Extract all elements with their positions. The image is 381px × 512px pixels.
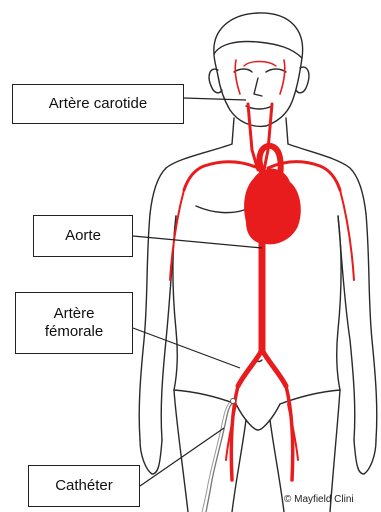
iliac-left xyxy=(238,350,262,386)
left-arm-outer xyxy=(139,214,150,440)
left-leg-outer xyxy=(174,390,188,512)
temporal-artery-left xyxy=(235,60,240,94)
leader-carotid xyxy=(184,98,246,100)
label-catheter: Cathéter xyxy=(28,465,140,507)
carotid-right xyxy=(264,104,272,170)
label-aorta-text: Aorte xyxy=(65,227,101,245)
iliac-right xyxy=(262,350,286,386)
leader-lines xyxy=(133,98,262,486)
label-catheter-text: Cathéter xyxy=(55,477,113,495)
left-leg-inner xyxy=(232,420,246,512)
right-hand xyxy=(354,440,376,474)
heart xyxy=(244,169,301,245)
label-femoral-artery: Artère fémorale xyxy=(15,292,133,354)
label-femoral-line1: Artère xyxy=(54,305,95,323)
temporal-artery-right xyxy=(280,60,285,94)
right-eye xyxy=(266,69,286,72)
facial-artery xyxy=(244,62,276,67)
label-carotid-text: Artère carotide xyxy=(49,95,147,113)
left-ear xyxy=(209,69,222,93)
left-eye xyxy=(234,69,252,72)
label-carotid-artery: Artère carotide xyxy=(12,84,184,124)
right-arm-outer xyxy=(366,214,377,440)
chest-line xyxy=(196,206,244,213)
nose xyxy=(254,78,262,96)
neck-left xyxy=(232,118,234,144)
copyright-notice: © Mayfield Clini xyxy=(284,494,354,505)
left-hand xyxy=(140,440,162,474)
catheter-entry-point xyxy=(231,399,236,404)
hair-line xyxy=(214,42,302,59)
right-leg-inner xyxy=(270,420,284,512)
arteries xyxy=(170,60,354,480)
right-arm-inner xyxy=(338,216,355,440)
left-shoulder xyxy=(150,144,232,214)
groin xyxy=(236,404,280,430)
label-aorta: Aorte xyxy=(33,215,133,257)
label-femoral-line2: fémorale xyxy=(45,323,103,341)
left-hip xyxy=(174,390,236,404)
leader-catheter xyxy=(140,428,224,486)
subclavian-left xyxy=(184,162,258,190)
neck-right xyxy=(286,118,288,144)
leader-aorta xyxy=(133,236,262,248)
leader-femoral xyxy=(133,328,240,368)
